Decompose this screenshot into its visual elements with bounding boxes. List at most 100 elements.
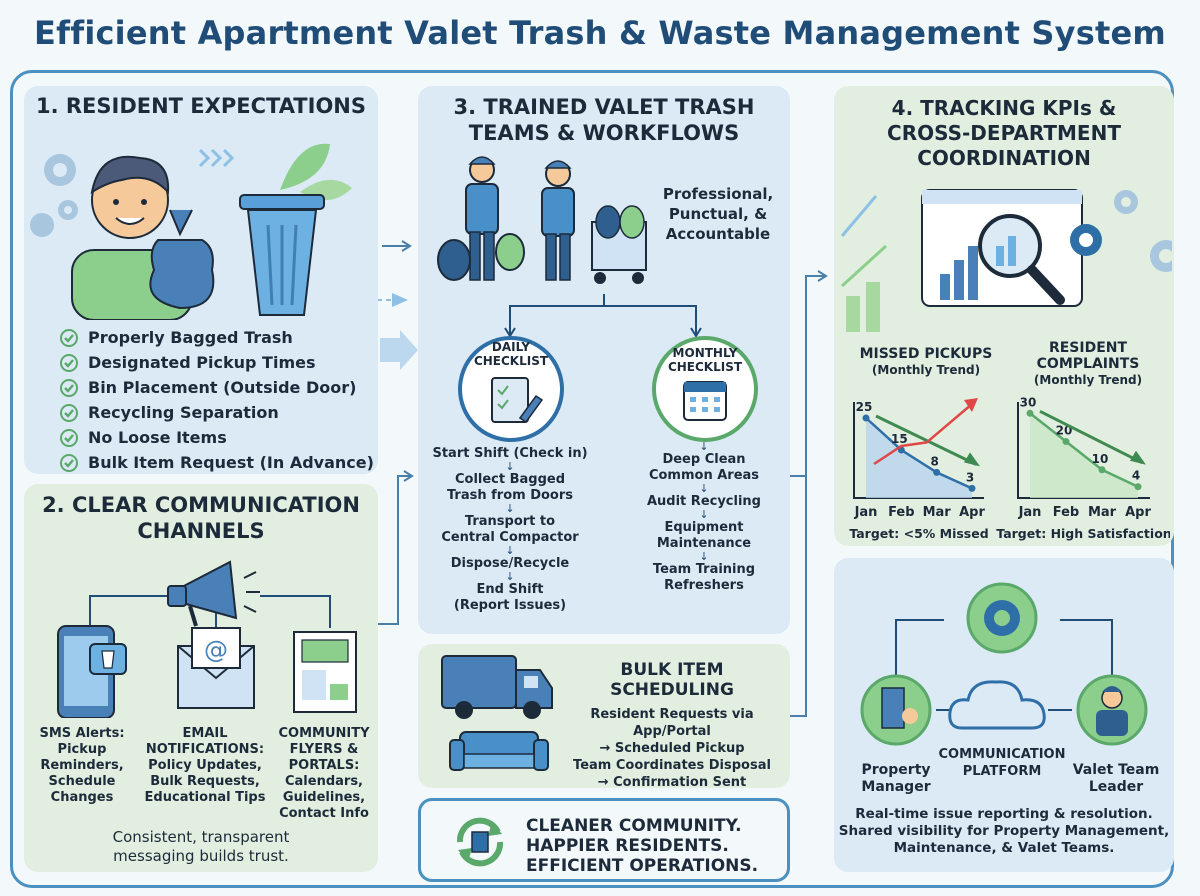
- daily-step: End Shift(Report Issues): [453, 582, 567, 613]
- data-point: [1098, 466, 1106, 474]
- communication-illustration: @: [57, 560, 357, 718]
- monthly-step: Audit Recycling: [646, 494, 761, 509]
- truck-icon: [441, 655, 553, 719]
- data-point: [1134, 483, 1142, 491]
- team-tagline: Professional,Punctual, &Accountable: [662, 185, 774, 243]
- team-leader-icon: [1076, 674, 1148, 746]
- megaphone-icon: [167, 560, 260, 627]
- series-line: [865, 417, 973, 490]
- arrow-down-icon: ↓: [505, 544, 515, 557]
- phone-icon: [57, 625, 127, 718]
- checkmark-icon: [60, 328, 78, 347]
- arrow-2-to-3: [378, 475, 412, 625]
- series-line: [1029, 412, 1139, 488]
- area-fill: [866, 418, 972, 498]
- comparison-arrowhead: [964, 398, 978, 412]
- cart-icon: [591, 205, 647, 284]
- worker-icon: [541, 160, 575, 281]
- missed-pickups-title: MISSED PICKUPS (Monthly Trend): [859, 346, 993, 377]
- magnifier-icon: [978, 214, 1065, 305]
- resident-illustration: [30, 143, 352, 320]
- data-label: 15: [891, 432, 908, 446]
- data-point: [933, 468, 941, 476]
- gear-icon: [1070, 224, 1102, 256]
- comparison-trend-line: [873, 403, 973, 466]
- data-point: [1026, 409, 1034, 417]
- list-item: Bulk Item Request (In Advance): [60, 450, 374, 475]
- banner-text: CLEANER COMMUNITY.HAPPIER RESIDENTS.EFFI…: [526, 816, 759, 876]
- data-point: [862, 414, 870, 422]
- tick-label: Apr: [959, 505, 985, 520]
- checkmark-icon: [60, 428, 78, 447]
- trend-arrowhead: [964, 452, 980, 467]
- checkmark-icon: [60, 353, 78, 372]
- flyer-icon: [293, 631, 357, 713]
- tick-label: Jan: [1018, 505, 1042, 520]
- email-icon: @: [177, 627, 255, 709]
- daily-step: Start Shift (Check in): [432, 446, 588, 461]
- gear-icon: [966, 582, 1038, 654]
- tick-label: Feb: [888, 505, 914, 520]
- data-label: 10: [1092, 452, 1109, 466]
- data-point: [968, 484, 976, 492]
- arrow-down-icon: ↓: [505, 460, 515, 473]
- analytics-illustration: [840, 189, 1172, 332]
- checkmark-icon: [60, 378, 78, 397]
- data-point: [1062, 438, 1070, 446]
- checkmark-icon: [60, 453, 78, 472]
- arrow-down-icon: ↓: [505, 570, 515, 583]
- tick-label: Feb: [1053, 505, 1079, 520]
- page-title: Efficient Apartment Valet Trash & Waste …: [34, 14, 1166, 52]
- arrow-3-to-4: [790, 275, 826, 477]
- checkmark-icon: [60, 403, 78, 422]
- chart-footer: Target: High Satisfaction: [996, 526, 1170, 541]
- data-label: 4: [1132, 469, 1140, 483]
- coordination-diagram: [860, 582, 1148, 746]
- arrow-down-icon: ↓: [699, 550, 709, 563]
- workflow-split-lines: [504, 294, 702, 338]
- arrow-down-icon: ↓: [505, 502, 515, 515]
- arrow-down-icon: ↓: [699, 440, 709, 453]
- resident-checklist: Properly Bagged Trash Designated Pickup …: [60, 325, 374, 475]
- tick-label: Jan: [854, 505, 878, 520]
- monthly-checklist-icon: [652, 336, 758, 442]
- tick-label: Mar: [1088, 505, 1117, 520]
- list-item: Designated Pickup Times: [60, 350, 374, 375]
- list-item: No Loose Items: [60, 425, 374, 450]
- list-item: Properly Bagged Trash: [60, 325, 374, 350]
- big-arrow-icon: [380, 330, 418, 370]
- data-label: 3: [966, 470, 974, 484]
- svg-text:@: @: [204, 636, 228, 664]
- data-label: 25: [856, 400, 873, 414]
- section1-heading: 1. RESIDENT EXPECTATIONS: [35, 94, 367, 118]
- cloud-icon: [948, 680, 1046, 730]
- recycle-icon: [456, 817, 504, 867]
- building-icon: [860, 674, 932, 746]
- coordination-footer: Real-time issue reporting & resolution.S…: [838, 806, 1170, 856]
- worker-icon: [437, 156, 525, 281]
- arrow-down-icon: ↓: [699, 508, 709, 521]
